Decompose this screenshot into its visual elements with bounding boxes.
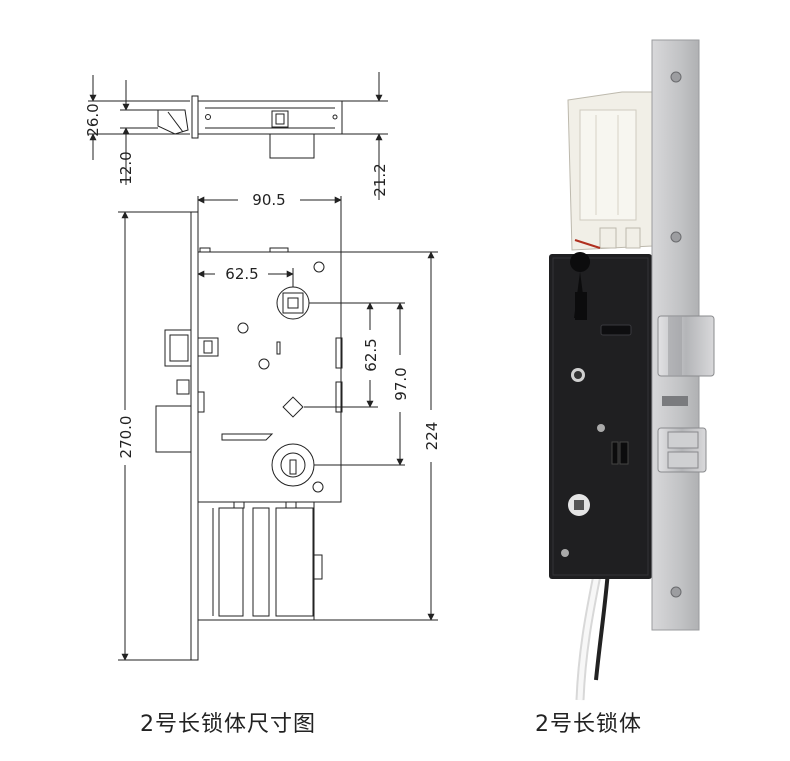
lock-black-body — [549, 254, 652, 579]
top-view-faceplate — [191, 95, 199, 139]
top-view — [88, 72, 388, 200]
lock-deadbolt — [657, 315, 715, 377]
dim-faceplate-height-label: 270.0 — [117, 416, 135, 459]
dim-body-height-label: 224 — [423, 422, 441, 451]
top-view-body — [197, 100, 343, 135]
front-view — [118, 196, 438, 661]
dim-thickness-label: 12.0 — [117, 151, 135, 184]
front-view-cylinder-hole — [271, 443, 315, 487]
front-view-handle-hub — [276, 286, 310, 320]
dim-height-label: 26.0 — [84, 103, 102, 136]
dim-depth-label: 21.2 — [371, 163, 389, 196]
lock-photo — [549, 39, 715, 701]
front-view-faceplate — [190, 211, 199, 661]
front-view-latch — [164, 329, 192, 367]
front-view-thumbturn — [282, 396, 304, 418]
front-view-module — [197, 501, 315, 621]
dim-body-width-label: 90.5 — [252, 191, 285, 209]
front-view-deadbolt — [155, 405, 192, 453]
caption-dimension-drawing: 2号长锁体尺寸图 — [140, 712, 316, 737]
dim-handle-cylinder-label: 97.0 — [392, 367, 410, 400]
dim-backset-label: 62.5 — [225, 265, 258, 283]
top-view-cylinder — [269, 133, 315, 159]
top-view-latch — [157, 109, 189, 135]
dim-spindle-cylinder-label: 62.5 — [362, 338, 380, 371]
caption-lock-body: 2号长锁体 — [535, 712, 642, 737]
